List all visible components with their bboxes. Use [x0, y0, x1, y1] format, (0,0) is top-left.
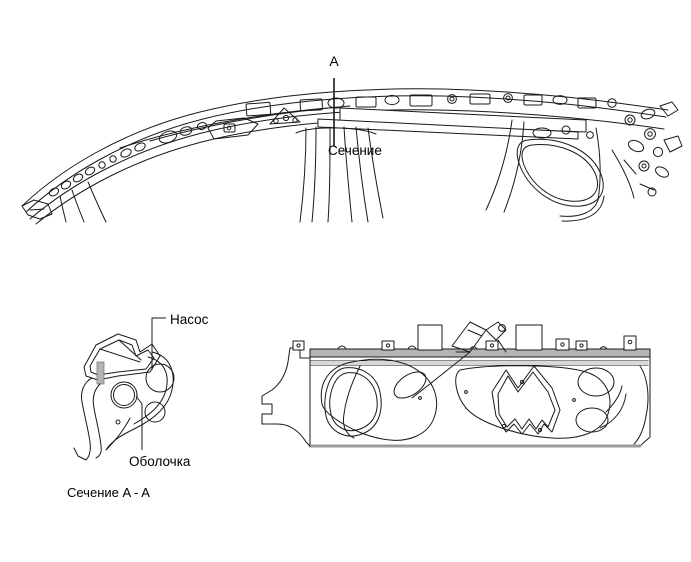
- rail-bracket-box-f: [523, 94, 543, 106]
- centre-pillar-lines: [299, 126, 384, 223]
- rail-fastener-group-left: [48, 142, 146, 197]
- rail-bracket-box-a: [245, 101, 272, 117]
- rail-end-bracket-left: [21, 199, 53, 220]
- section-bracket-leg-outer: [81, 377, 93, 461]
- module-port-link-2: [599, 393, 627, 429]
- module-right-return: [633, 365, 649, 445]
- rail-end-detail-left: [29, 208, 45, 211]
- module-sub-band: [310, 361, 648, 365]
- pump-leader-line: [151, 317, 166, 370]
- module-vent-oblong: [393, 371, 427, 399]
- module-chamber-left: [324, 367, 382, 437]
- roof-rail-inner-edge: [25, 95, 667, 213]
- section-pin-hole: [115, 419, 121, 425]
- module-left-tab: [292, 340, 305, 351]
- module-top-tabs: [381, 324, 637, 351]
- section-bracket-foot: [73, 447, 87, 461]
- fabric-crease-1: [99, 348, 141, 363]
- roof-side-rail-assembly-view: [21, 88, 683, 225]
- module-inflator-bracket: [451, 321, 507, 353]
- module-chamber-outline-main: [320, 358, 438, 441]
- shell-label: Оболочка: [129, 454, 191, 469]
- section-detail-callouts: [135, 317, 166, 450]
- section-bracket-leg-inner: [92, 383, 102, 447]
- pump-circle: [145, 363, 175, 393]
- rear-fastener-cluster: [611, 101, 683, 199]
- section-marker-group: A Сечение: [328, 53, 382, 158]
- casing-outline: [105, 351, 174, 451]
- rail-stiffener-triangle: [269, 107, 301, 125]
- rail-bracket-box-g: [577, 97, 597, 109]
- module-strap-diagonal: [411, 351, 471, 399]
- rail-bracket-box-b: [299, 98, 323, 112]
- section-bracket-tip: [95, 445, 102, 459]
- pump-label: Насос: [170, 312, 209, 327]
- shell-circle-outer: [110, 381, 138, 409]
- section-circle-lower: [144, 401, 166, 423]
- rear-window-opening: [516, 138, 604, 207]
- module-port-lower: [575, 407, 609, 433]
- left-pillar-lines: [59, 181, 107, 223]
- module-top-band: [310, 349, 650, 357]
- folded-fabric-outer: [83, 333, 161, 381]
- module-chamber-left-inner: [329, 372, 378, 432]
- module-left-tab-hole: [296, 343, 301, 348]
- airbag-bar-top: [339, 107, 587, 133]
- module-port-link: [605, 385, 623, 413]
- section-marker-label: A: [329, 53, 339, 69]
- rear-window-opening-inner: [521, 144, 598, 202]
- rail-bracket-box-e: [469, 93, 491, 105]
- module-chamber-right-large: [455, 365, 611, 439]
- shell-leader-line: [135, 395, 143, 450]
- roof-rail-lower-edge: [29, 109, 665, 220]
- section-callout-label: Сечение: [328, 143, 382, 158]
- airbag-module-view: [261, 321, 651, 448]
- fabric-crease-2: [118, 339, 142, 361]
- rail-bracket-box-d: [409, 94, 433, 107]
- section-caption: Сечение A - A: [67, 485, 150, 500]
- airbag-bar-secondary: [317, 118, 579, 140]
- section-a-a-detail-view: [73, 333, 175, 461]
- section-mount-tab: [96, 361, 105, 385]
- module-port-upper: [577, 367, 615, 397]
- section-lower-contour: [105, 417, 131, 451]
- rail-inner-detail-2: [149, 105, 351, 142]
- rail-bracket-pin-1: [226, 125, 232, 131]
- module-band-bumps: [337, 345, 608, 350]
- module-strap-left: [343, 365, 361, 439]
- rear-pillar-structure: [485, 119, 604, 213]
- rear-lower-sweep-1: [559, 199, 599, 217]
- shell-circle-inner: [113, 384, 135, 406]
- rail-bracket-mid-left: [207, 117, 259, 140]
- module-left-bracket: [261, 347, 311, 447]
- rail-bracket-box-c: [355, 96, 377, 108]
- rail-bracket-hole-1: [223, 123, 236, 133]
- module-crown-inner: [497, 371, 556, 430]
- rear-lower-sweep-2: [561, 195, 605, 222]
